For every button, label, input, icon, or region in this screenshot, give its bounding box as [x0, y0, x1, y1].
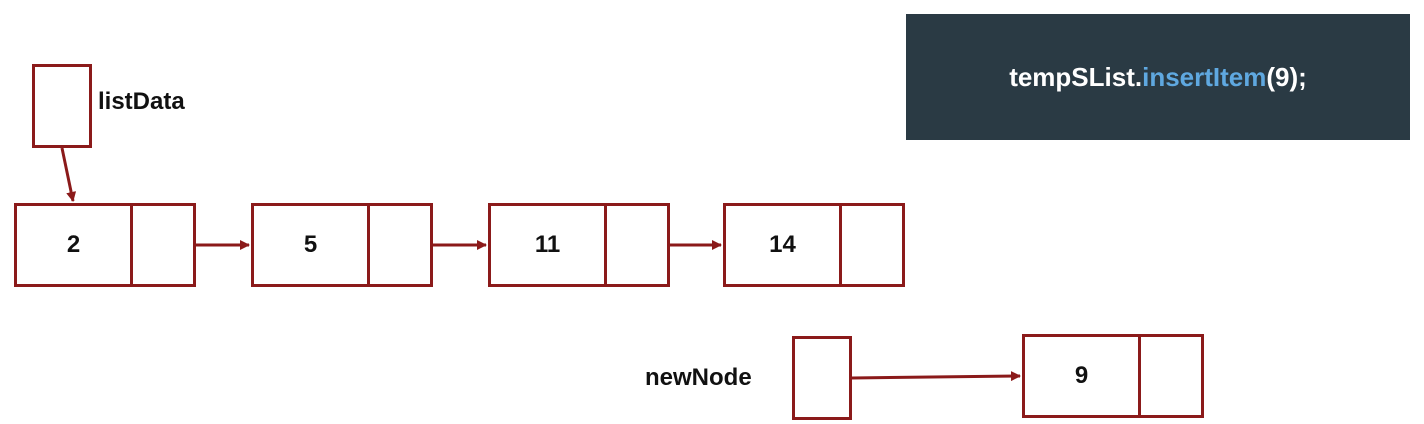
code-dot: . [1134, 61, 1143, 92]
node-next-pointer [604, 203, 670, 287]
new-node-pointer-box [792, 336, 852, 420]
code-method: insertItem [1142, 61, 1267, 92]
list-data-pointer-box [32, 64, 92, 148]
code-args: (9); [1266, 61, 1307, 92]
code-panel: tempSList.insertItem(9); [906, 14, 1410, 140]
new-node-next-pointer [1138, 334, 1204, 418]
list-data-label: listData [98, 88, 185, 115]
node-value-14: 14 [723, 203, 842, 287]
new-node-arrow [851, 371, 1021, 382]
node-value-11: 11 [488, 203, 607, 287]
code-object: tempSList [1009, 61, 1135, 92]
list-data-arrow [60, 147, 77, 202]
new-node-label: newNode [645, 364, 752, 391]
node-next-pointer [839, 203, 905, 287]
node-next-pointer [130, 203, 196, 287]
node-next-pointer [367, 203, 433, 287]
